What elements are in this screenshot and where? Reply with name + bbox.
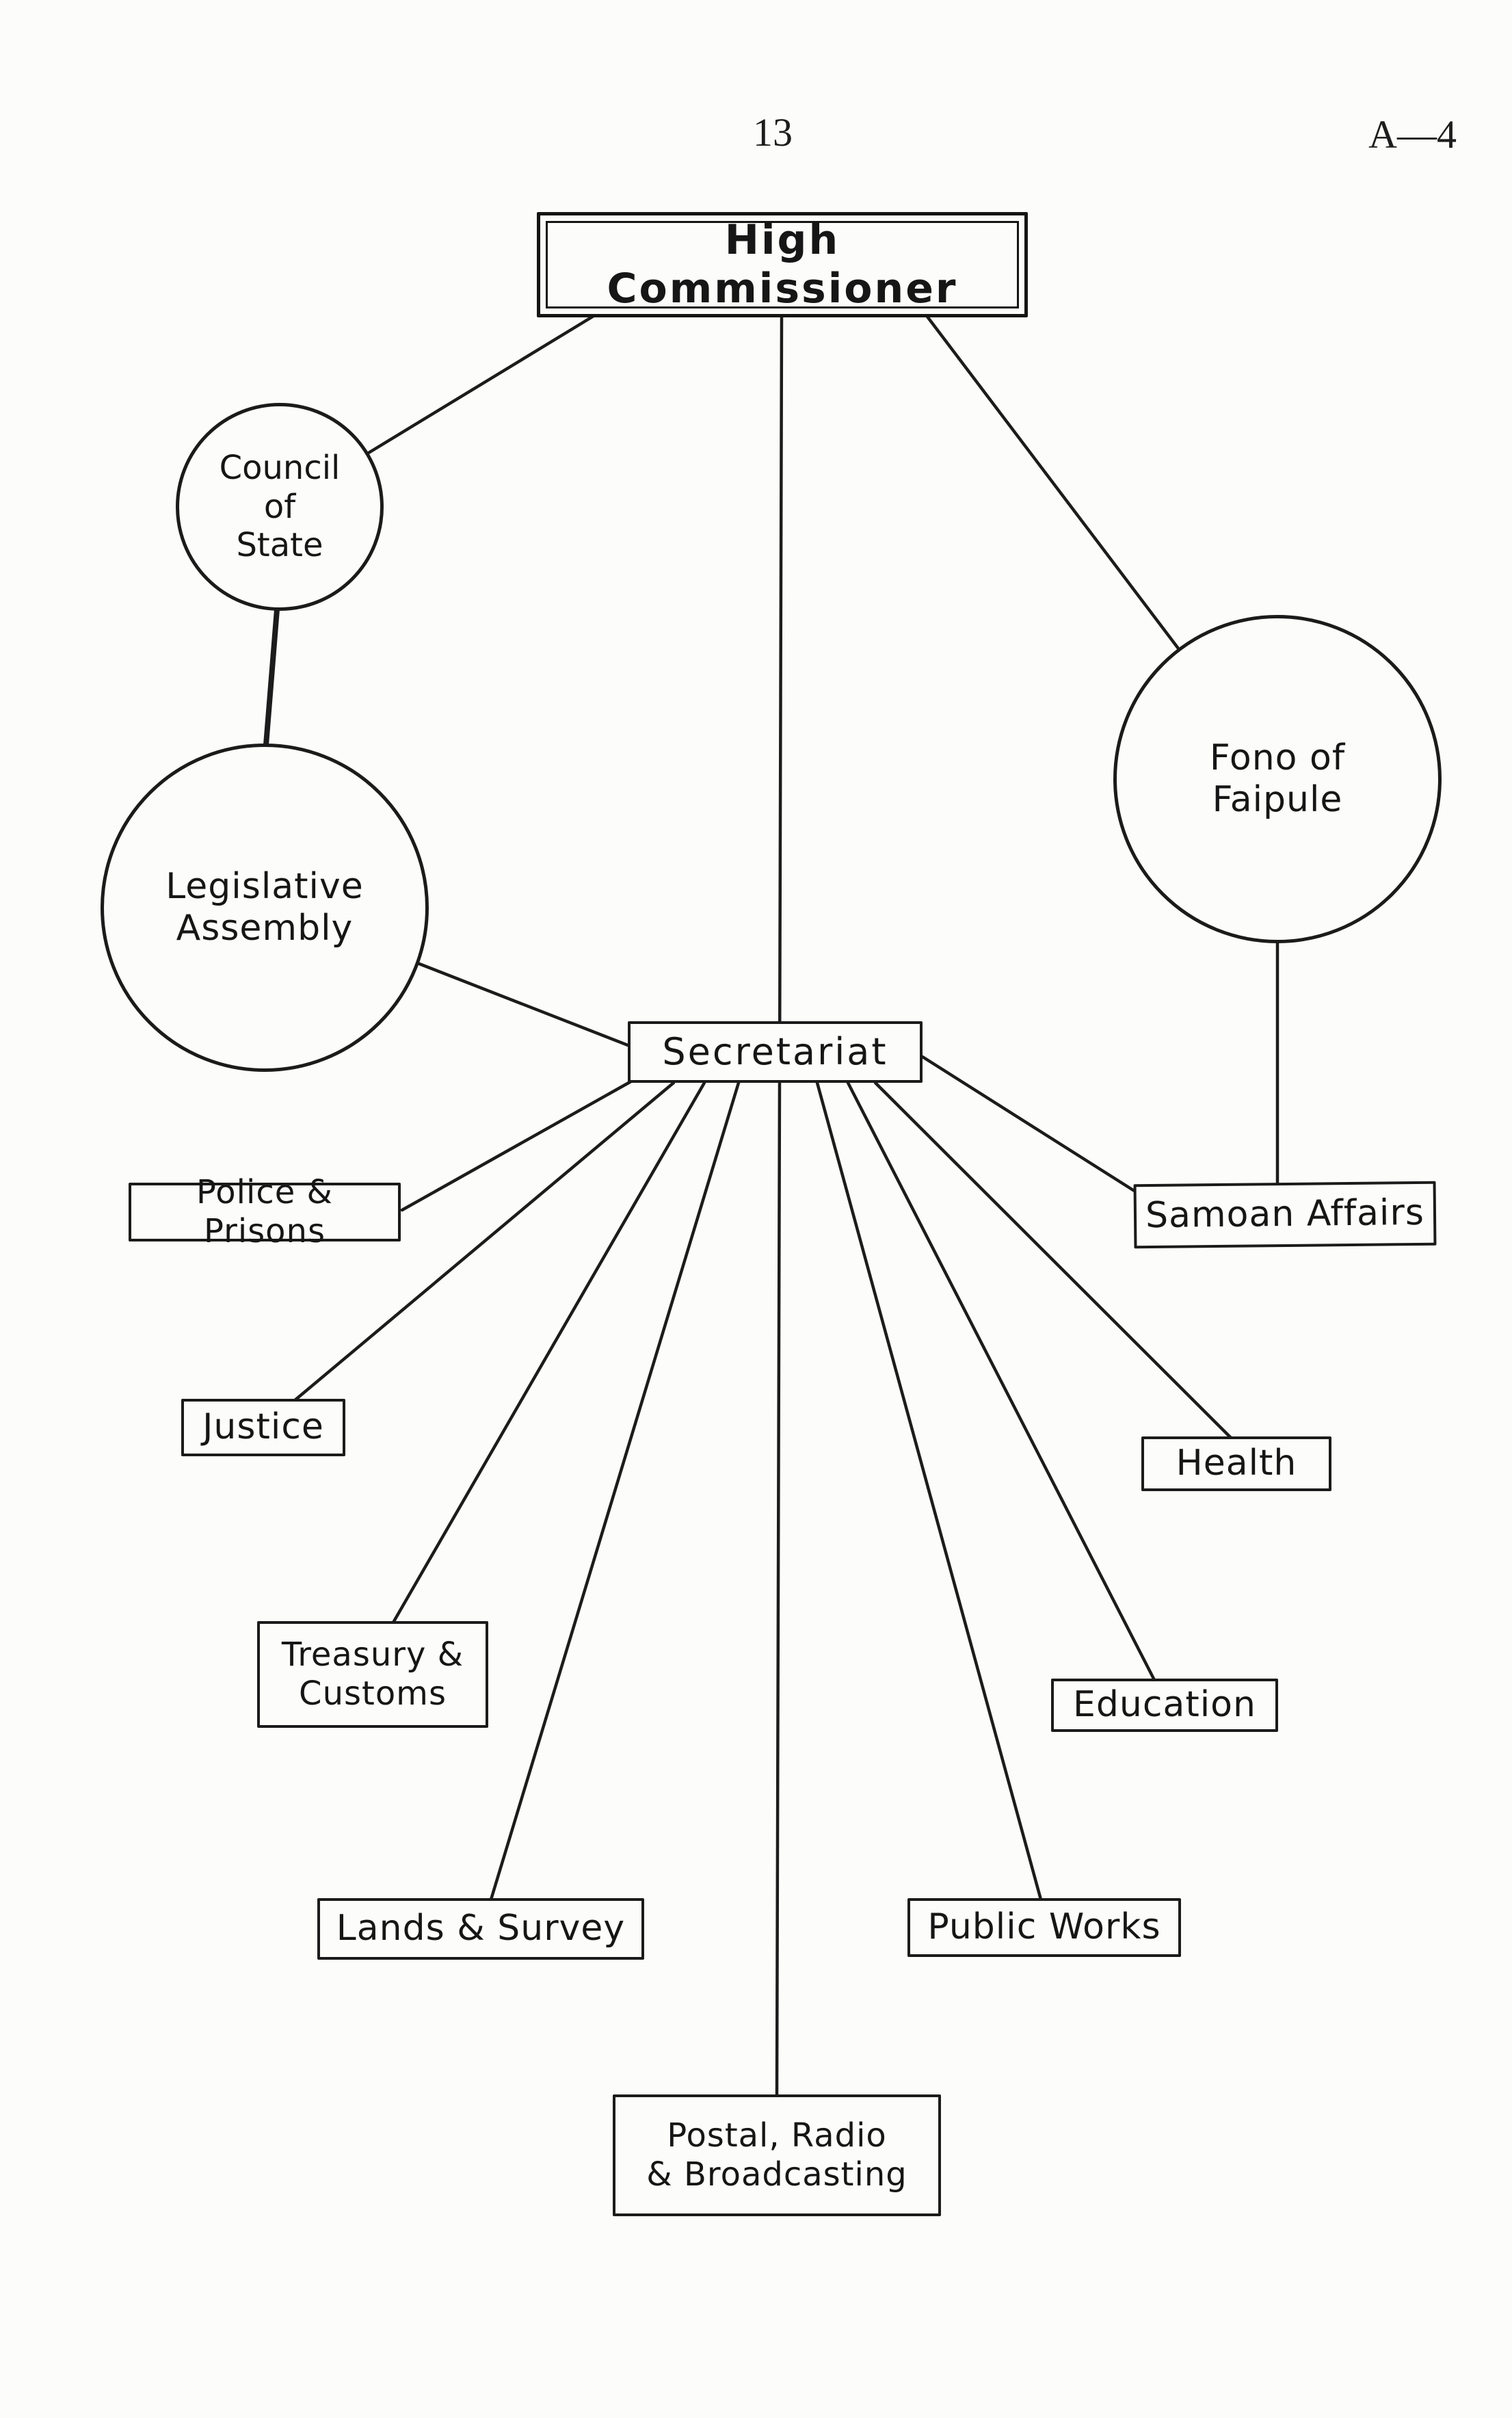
node-treasury-and-customs: Treasury & Customs [257,1621,488,1728]
node-education: Education [1051,1679,1278,1732]
edge-legislative-secretariat [417,962,630,1047]
edge-council-legislative [263,607,280,748]
node-label: Justice [202,1406,324,1448]
page-number: 13 [753,110,793,155]
edge-secretariat-education [846,1081,1156,1682]
node-health: Health [1141,1436,1331,1491]
node-label: Samoan Affairs [1145,1192,1425,1237]
node-label: Health [1176,1443,1297,1484]
edge-secretariat-treasury [391,1081,706,1625]
edge-hc-fono [921,309,1180,651]
node-label: Education [1073,1684,1256,1726]
node-secretariat: Secretariat [628,1021,923,1083]
node-label: Secretariat [662,1030,888,1074]
node-justice: Justice [181,1399,345,1456]
node-label: High Commissioner [607,216,958,313]
edge-secretariat-lands [489,1081,741,1902]
edge-hc-council [367,314,596,455]
node-public-works: Public Works [907,1898,1181,1957]
node-label: Public Works [927,1906,1161,1948]
node-label: Police & Prisons [196,1173,333,1250]
edge-secretariat-police [400,1070,649,1212]
edge-secretariat-justice [292,1081,676,1403]
node-postal-radio-broadcasting: Postal, Radio & Broadcasting [613,2094,941,2216]
node-police-and-prisons: Police & Prisons [129,1173,401,1250]
node-council-of-state: Council of State [176,403,384,611]
node-label: Council of State [219,449,341,565]
node-high-commissioner: High Commissioner [537,212,1028,317]
page-ref: A—4 [1368,112,1457,157]
edge-hc-secretariat-postal [775,314,784,2097]
node-label: Postal, Radio & Broadcasting [646,2116,907,2194]
node-high-commissioner-inner-border: High Commissioner [546,216,1019,313]
node-lands-and-survey: Lands & Survey [317,1898,644,1960]
node-samoan-affairs: Samoan Affairs [1133,1181,1437,1249]
node-label: Lands & Survey [336,1908,626,1949]
edge-secretariat-public-works [815,1081,1043,1902]
node-legislative-assembly: Legislative Assembly [101,744,429,1072]
node-label: Legislative Assembly [165,865,364,949]
node-fono-of-faipule: Fono of Faipule [1113,615,1442,943]
edge-secretariat-health [873,1081,1233,1440]
node-label: Treasury & Customs [281,1635,464,1713]
edge-secretariat-samoan-affairs [920,1055,1141,1196]
node-label: Fono of Faipule [1209,737,1346,820]
